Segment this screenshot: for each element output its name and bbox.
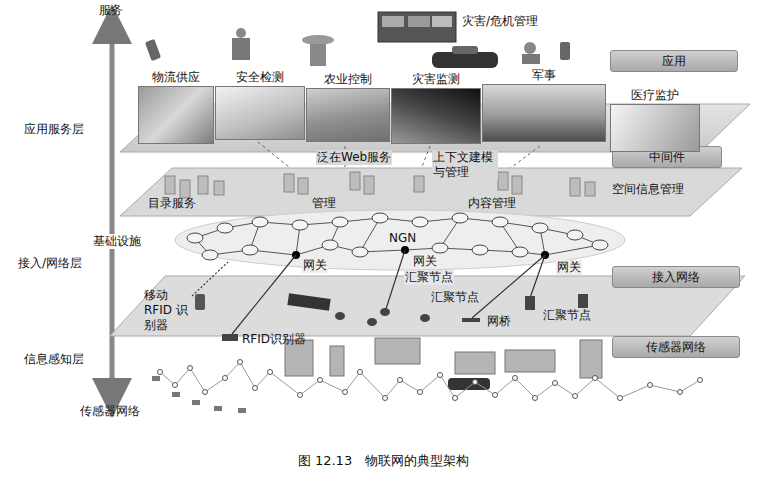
photo-label: 灾害监测 [391,72,481,88]
photo-image [215,86,305,140]
mobile-rfid-icon [195,294,205,310]
buildings [285,338,602,378]
photo-label: 物流供应 [138,70,214,86]
photo-image [306,88,390,142]
application-photo: 灾害监测 [391,72,481,144]
text-label: 灾害/危机管理 [462,14,538,29]
photo-image [610,104,700,152]
tab-label: 传感器网络 [646,340,706,354]
text-label: 网关 [302,258,328,273]
figure-caption: 图 12.13 物联网的典型架构 [0,452,767,470]
text-label: 目录服务 [148,196,196,211]
axis-arrow [110,24,115,398]
network-routers [187,213,608,260]
photo-image [138,86,214,144]
phone-icon [145,39,161,61]
tab-label: 接入网络 [652,270,700,284]
text-label: 服务 [99,3,123,18]
layer-tab: 接入网络 [612,266,740,288]
gateway-wires [192,250,545,334]
monitor-icon [378,12,456,42]
text-label: 网关 [556,260,582,275]
text-label: 汇聚节点 [404,270,454,285]
layer-tab: 应用 [610,50,738,72]
text-label: 接入/网络层 [18,256,82,271]
sensor-nodes [158,360,703,401]
application-photo: 农业控制 [306,72,390,142]
text-label: 汇聚节点 [430,290,480,305]
text-label: 移动 RFID 识别器 [144,288,192,333]
satellite-icon [287,293,330,311]
text-label: 传感器网络 [80,404,140,419]
text-label: 泛在Web服务 [316,150,392,165]
farmer-icon [302,35,334,45]
server-icons [165,172,595,198]
text-label: 上下文建模与管理 [432,150,498,180]
network-links [195,218,600,255]
text-label: NGN [388,231,417,246]
text-label: RFID识别器 [242,332,306,347]
phone-icon [560,42,570,60]
text-label: 信息感知层 [24,352,84,367]
rfid-reader-icon [222,334,238,341]
text-label: 内容管理 [468,196,516,211]
text-label: 应用服务层 [24,122,84,137]
photo-label: 安全检测 [215,70,305,86]
middleware-plate [120,168,742,216]
sensor-links [160,362,700,398]
photo-image [391,88,481,144]
photo-image [482,84,606,142]
application-photo: 医疗监护 [610,88,700,152]
text-label: 汇聚节点 [542,308,592,323]
rfid-tags [152,376,246,413]
text-label: 管理 [312,196,336,211]
text-label: 网关 [412,254,438,269]
photo-label: 农业控制 [306,72,390,88]
text-label: 网桥 [486,314,512,329]
application-photo: 物流供应 [138,70,214,144]
photo-label: 医疗监护 [610,88,700,104]
police-car-icon [432,52,498,68]
text-label: 空间信息管理 [612,182,684,197]
tab-label: 应用 [662,54,686,68]
photo-label: 军事 [482,68,606,84]
application-photo: 安全检测 [215,70,305,140]
worker-icon [232,38,250,60]
soldier-icon [524,42,536,54]
application-photo: 军事 [482,68,606,142]
layer-tab: 传感器网络 [612,336,740,358]
text-label: 基础设施 [92,234,142,249]
